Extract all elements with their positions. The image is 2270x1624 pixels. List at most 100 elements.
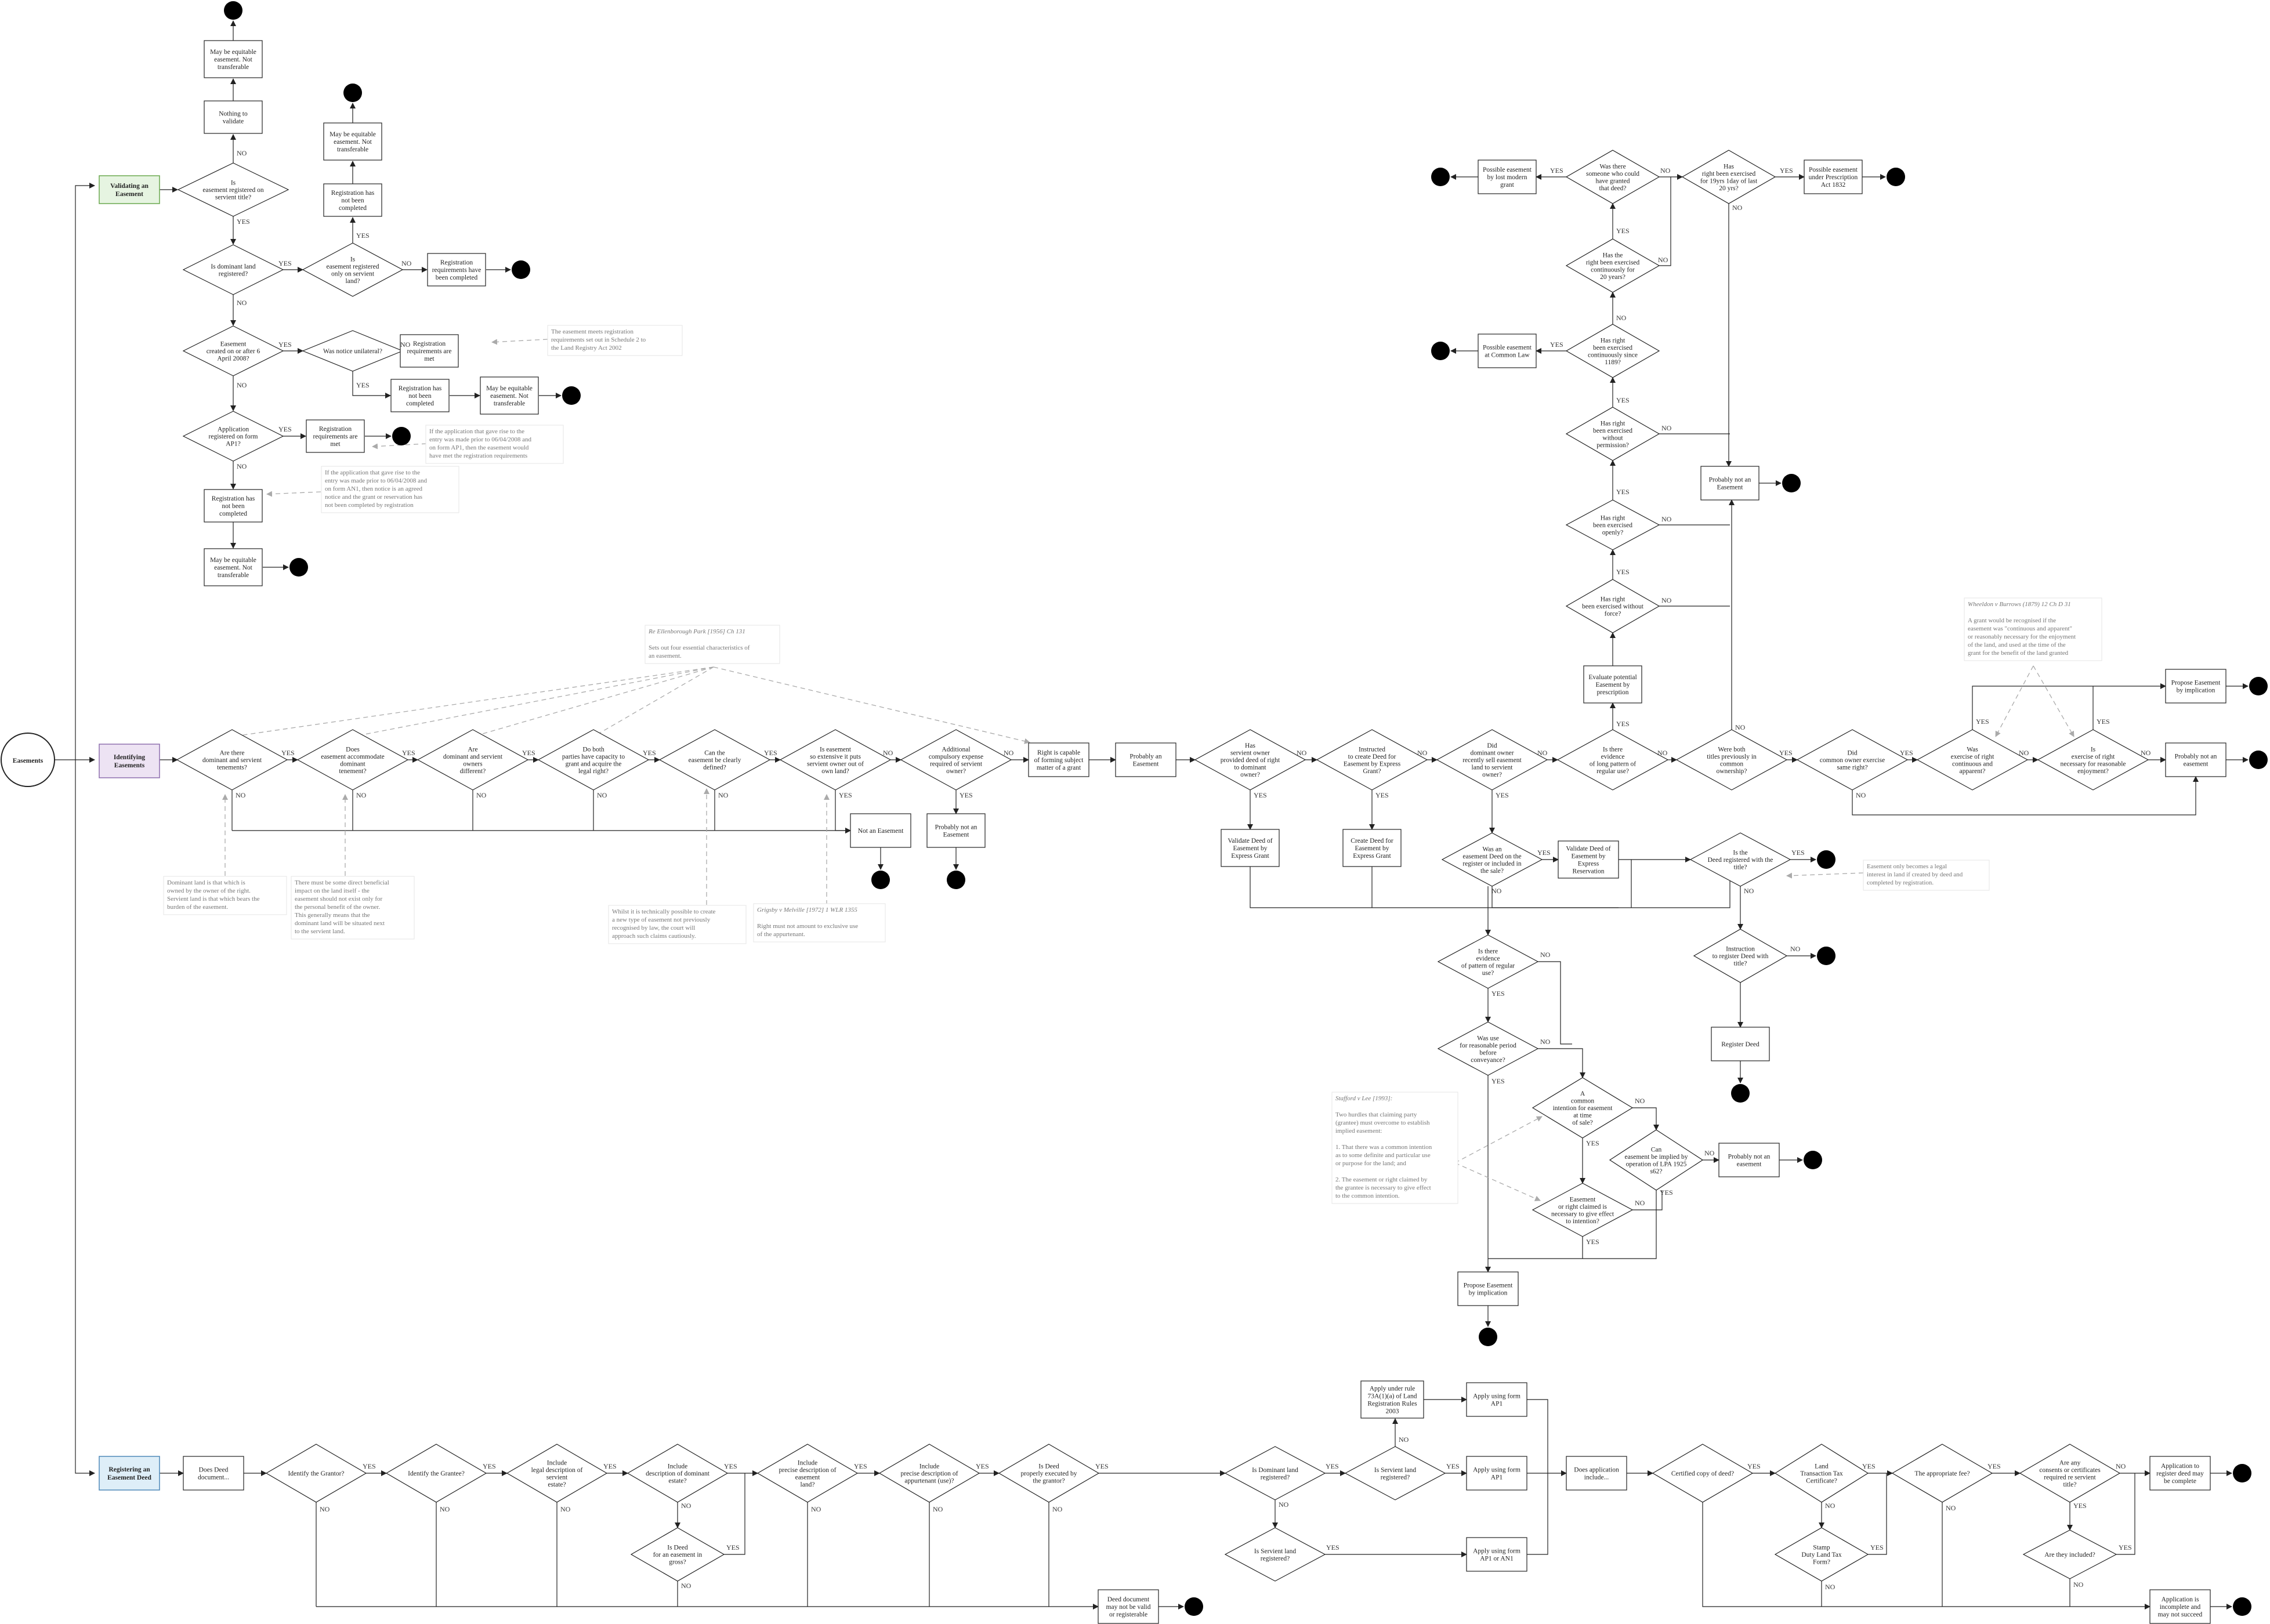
node-label-line: AP1 xyxy=(1491,1474,1503,1481)
node-label-line: servient title? xyxy=(215,194,251,201)
node-label-line: Probably an xyxy=(1129,753,1162,760)
r-deed-document-box: Does Deeddocument... xyxy=(183,1456,244,1491)
note-line: If the application that gave rise to the xyxy=(429,428,524,435)
end-terminal xyxy=(871,871,890,889)
annotation-connector xyxy=(231,666,714,739)
node-label-line: requirements are xyxy=(407,348,452,355)
note-line: A grant would be recognised if the xyxy=(1968,617,2056,624)
edge-label-yes: YES xyxy=(1496,791,1509,799)
note-line: a new type of easement not previously xyxy=(612,916,711,923)
note-line: or reasonably necessary for the enjoymen… xyxy=(1968,633,2076,640)
edge-label-no: NO xyxy=(476,791,487,799)
edge-label-yes: YES xyxy=(402,749,415,757)
node-label-line: Is easement xyxy=(820,746,852,753)
node-label-line: document... xyxy=(198,1474,229,1481)
r-q-grantor-decision: Identify the Grantor? xyxy=(265,1444,367,1503)
edge-label-no: NO xyxy=(560,1505,571,1513)
edge-label-no: NO xyxy=(1856,791,1866,799)
node-label-line: Are they included? xyxy=(2044,1552,2095,1558)
edge-label-no: NO xyxy=(597,791,607,799)
r-application-include-box: Does applicationinclude... xyxy=(1566,1456,1627,1491)
node-label-line: Is xyxy=(2091,746,2096,753)
node-label-line: common xyxy=(1720,760,1743,767)
note-line: an easement. xyxy=(649,652,682,659)
note-note-new-type: Whilst it is technically possible to cre… xyxy=(608,905,747,944)
section-label-line: Registering an xyxy=(108,1466,150,1473)
connector xyxy=(55,183,95,760)
node-label-line: validate xyxy=(223,118,244,125)
node-label-line: Right is capable xyxy=(1037,749,1080,756)
node-label-line: Were both xyxy=(1718,746,1746,753)
note-line: approach such claims cautiously. xyxy=(612,933,696,940)
edge-label-no: NO xyxy=(1658,256,1668,264)
node-label-line: 1189? xyxy=(1605,359,1621,366)
node-label-line: compulsory expense xyxy=(929,753,983,760)
edge-label-no: NO xyxy=(1735,723,1746,731)
note-line: entry was made prior to 06/04/2008 and xyxy=(325,477,427,484)
note-line: interest in land if created by deed and xyxy=(1867,871,1963,878)
node-label-line: Express Grant xyxy=(1353,853,1391,860)
node-label-line: Identify the Grantor? xyxy=(288,1470,344,1477)
note-line: the Land Registry Act 2002 xyxy=(551,345,622,351)
end-terminal xyxy=(1185,1597,1203,1616)
node-label-line: to dominant xyxy=(1234,764,1266,771)
node-label-line: easement xyxy=(1737,1161,1762,1168)
node-label-line: right been exercised xyxy=(1702,171,1756,177)
r-q-certified-decision: Certified copy of deed? xyxy=(1652,1444,1754,1503)
node-label-line: 73A(1)(a) of Land xyxy=(1368,1393,1417,1400)
edge-label-yes: YES xyxy=(483,1462,496,1470)
node-label-line: AP1 or AN1 xyxy=(1480,1556,1514,1563)
note-note-stafford: Stafford v Lee [1993]:Two hurdles that c… xyxy=(1331,1092,1458,1204)
annotation-connector xyxy=(593,666,714,737)
node-label-line: easement Deed on the xyxy=(1462,853,1521,860)
end-terminal xyxy=(1817,947,1835,965)
node-label-line: consents or certificates xyxy=(2039,1467,2101,1474)
node-label-line: matter of a grant xyxy=(1037,764,1081,771)
node-label-line: Has right xyxy=(1601,596,1625,603)
note-line: on form AN1, then notice is an agreed xyxy=(325,485,423,492)
edge-label-no: NO xyxy=(440,1505,450,1513)
note-line: Two hurdles that claiming party xyxy=(1335,1111,1417,1118)
node-label-line: of sale? xyxy=(1572,1119,1592,1126)
edge-label-no: NO xyxy=(237,299,247,307)
note-line: not been completed by registration xyxy=(325,502,414,509)
edge-label-yes: YES xyxy=(1254,791,1267,799)
edge-label-no: NO xyxy=(1635,1199,1645,1207)
node-label-line: met xyxy=(424,356,435,362)
node-label-line: Nothing to xyxy=(219,111,248,118)
edge-label-yes: YES xyxy=(724,1462,737,1470)
node-label-line: AP1 xyxy=(1491,1401,1503,1408)
edge-label-yes: YES xyxy=(1870,1543,1884,1552)
node-label-line: the sale? xyxy=(1480,868,1504,875)
node-label-line: Include xyxy=(798,1459,817,1466)
node-label-line: dominant and servient xyxy=(202,757,262,764)
section-label-line: Identifying xyxy=(114,754,146,761)
node-label-line: Not an Easement xyxy=(858,828,904,835)
node-label-line: Are xyxy=(468,746,477,753)
edge-label-yes: YES xyxy=(1550,166,1563,175)
note-line: to the servient land. xyxy=(295,928,345,935)
annotation-connector xyxy=(1454,1116,1543,1163)
node-label-line: Is Dominant land xyxy=(1252,1467,1298,1474)
root-easements[interactable]: Easements xyxy=(1,733,55,787)
node-label-line: prescription xyxy=(1597,689,1629,696)
note-line: If the application that gave rise to the xyxy=(325,469,420,476)
node-label-line: to register Deed with xyxy=(1713,953,1769,960)
note-line: The easement meets registration xyxy=(551,328,634,335)
edge-label-no: NO xyxy=(1297,749,1307,757)
node-label-line: someone who could xyxy=(1586,171,1639,177)
connector xyxy=(2116,1473,2135,1555)
node-label-line: land? xyxy=(801,1481,815,1488)
node-label-line: precise description of xyxy=(901,1470,958,1477)
